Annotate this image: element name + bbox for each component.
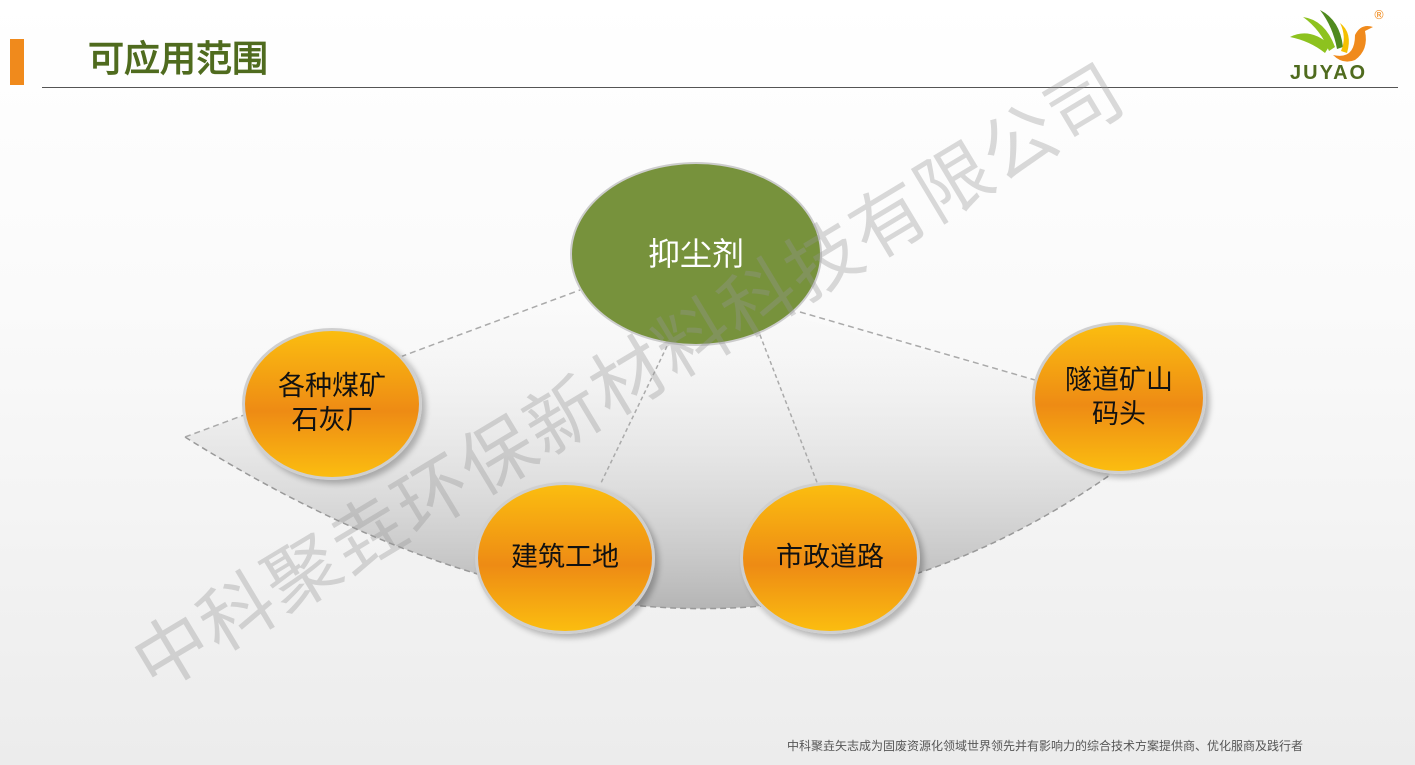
page-title: 可应用范围 (88, 39, 269, 80)
accent-bar (10, 39, 24, 85)
node-tunnel-mine-dock: 隧道矿山码头 (1032, 322, 1206, 474)
node-construction-site: 建筑工地 (475, 482, 655, 634)
footer-slogan: 中科聚垚矢志成为固废资源化领域世界领先并有影响力的综合技术方案提供商、优化服商及… (787, 739, 1304, 753)
node-coal-mine-lime-plant: 各种煤矿石灰厂 (242, 328, 422, 480)
juyao-logo: ® (1290, 8, 1385, 62)
header-divider (42, 87, 1398, 88)
logo-text: JUYAO (1290, 62, 1368, 84)
center-node-dust-suppressant: 抑尘剂 (570, 162, 822, 346)
node-municipal-road: 市政道路 (740, 482, 920, 634)
svg-text:®: ® (1373, 8, 1385, 22)
